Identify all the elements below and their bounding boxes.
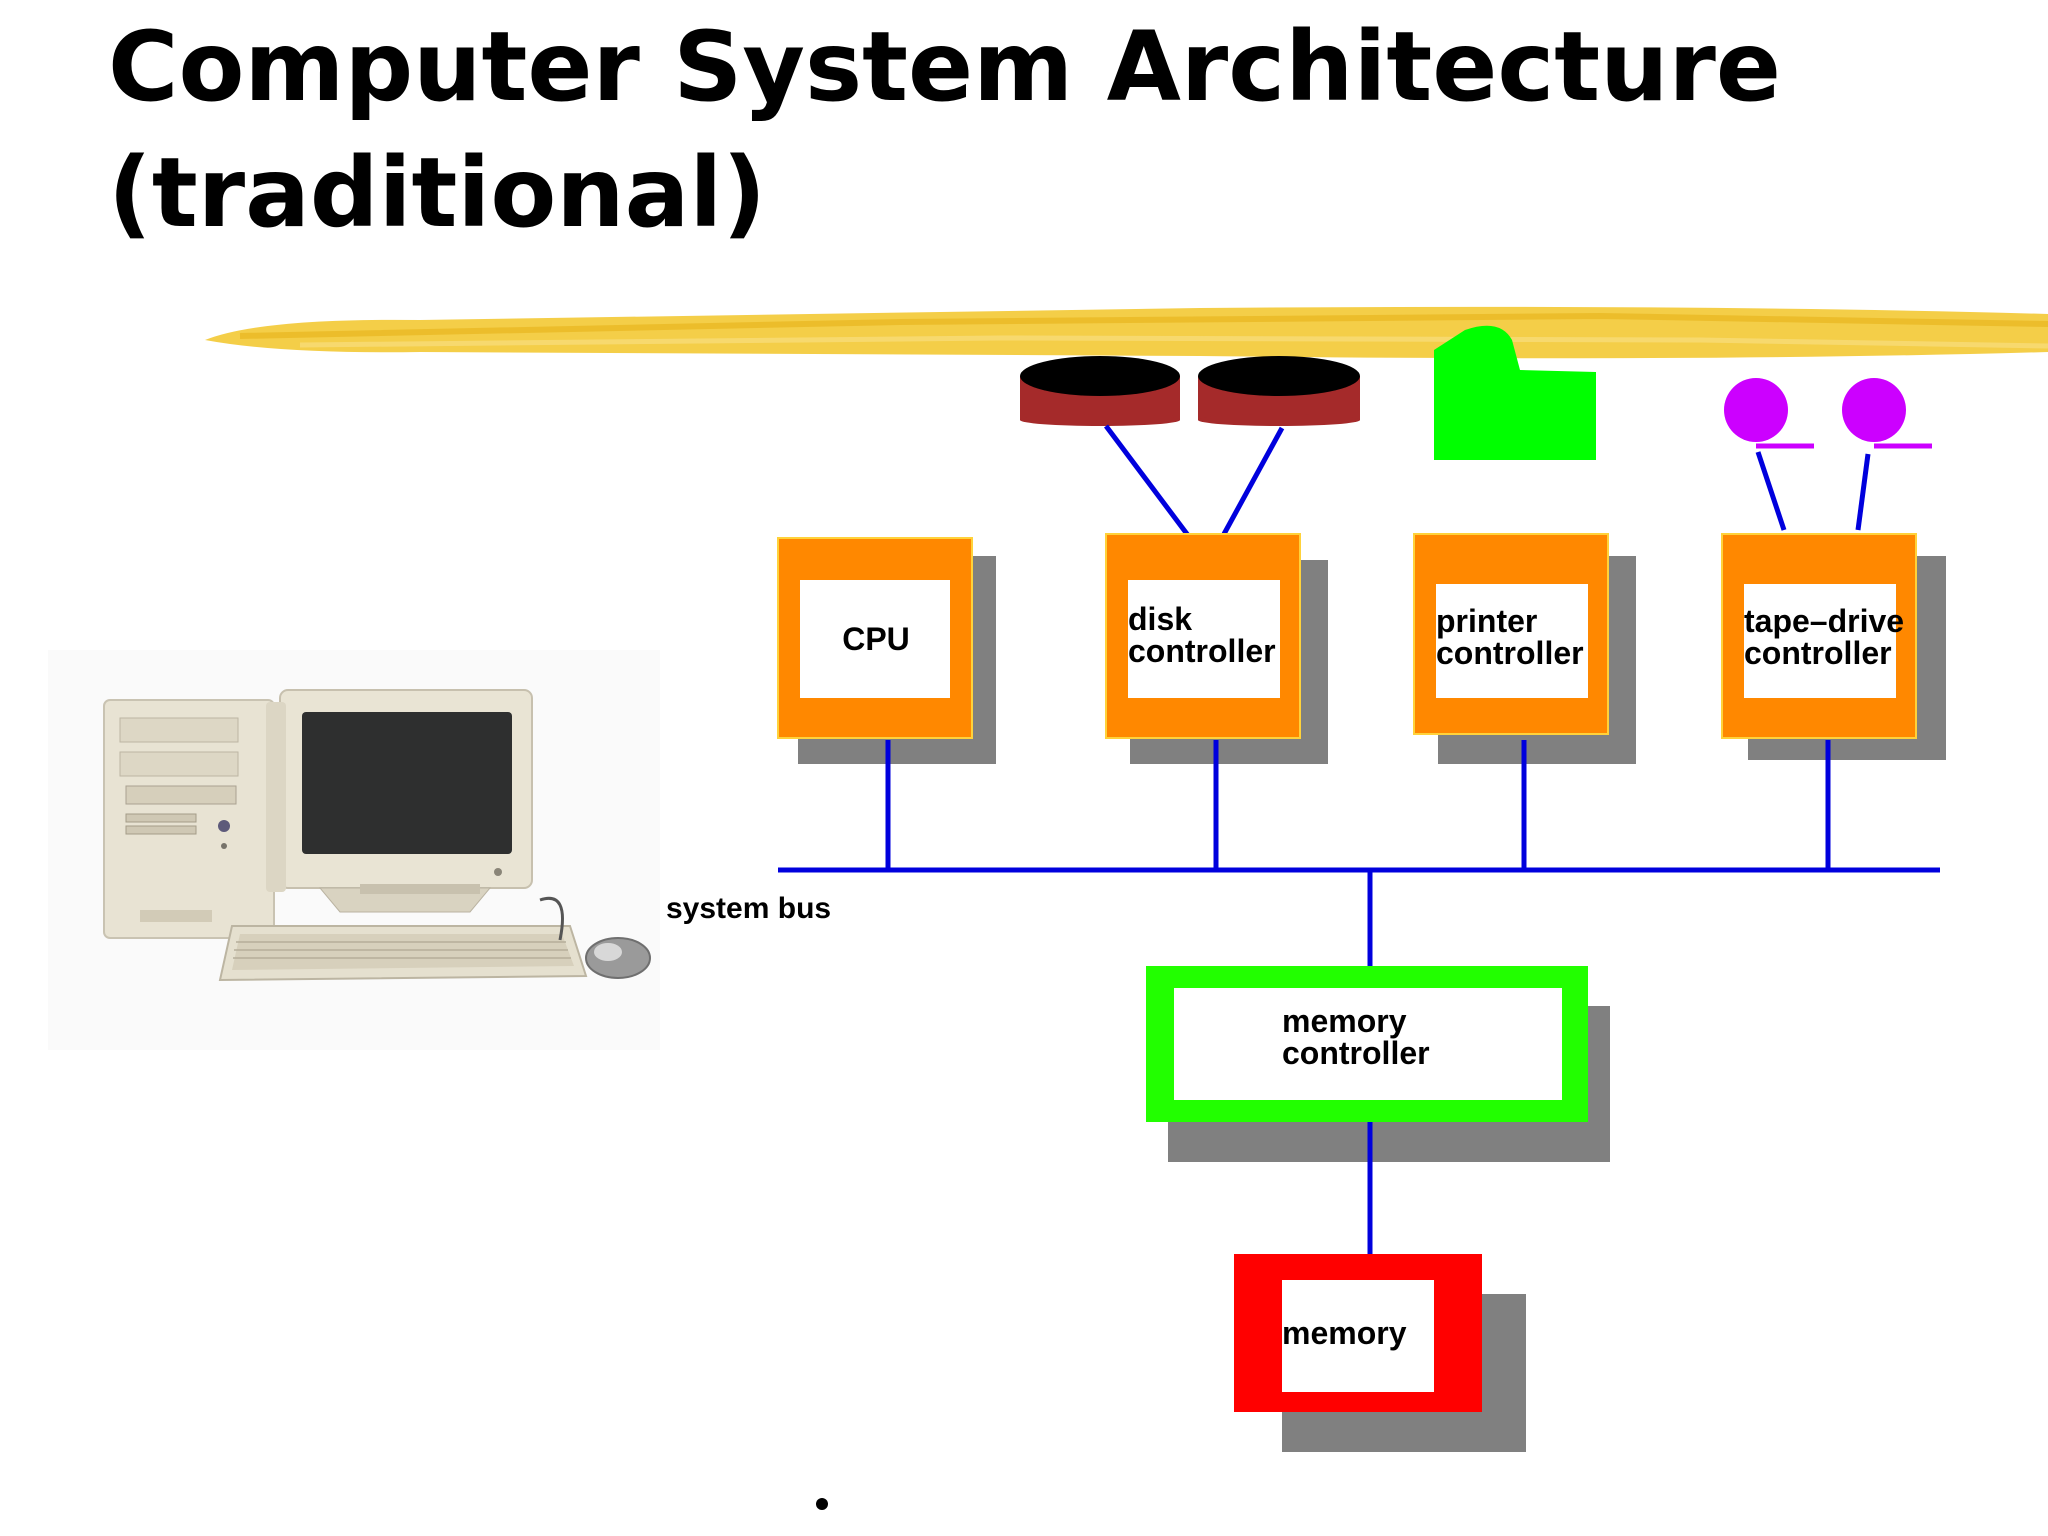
computer-tower <box>103 699 275 939</box>
tape-drive-controller-label-line2: controller <box>1744 635 1892 671</box>
desktop-computer-illustration <box>48 650 660 1050</box>
device-links <box>1104 424 1871 540</box>
printer-controller-label-line2: controller <box>1436 635 1584 671</box>
disk-controller-label-line1: disk <box>1128 601 1192 637</box>
bullet-dot <box>816 1498 828 1510</box>
memory-controller-box: memory controller <box>1146 966 1588 1122</box>
disk-drive-2 <box>1198 356 1360 426</box>
title-line-2: (traditional) <box>108 137 767 249</box>
tape-drive-controller-label-line1: tape–drive <box>1744 603 1904 639</box>
system-bus <box>778 740 1940 1256</box>
printer-controller-label-line1: printer <box>1436 603 1537 639</box>
memory-controller-label-line1: memory <box>1282 1003 1407 1039</box>
cpu-label: CPU <box>842 621 910 657</box>
disk-drive-1 <box>1020 356 1180 426</box>
disk-controller-box: disk controller <box>1105 533 1301 739</box>
disk-controller-label-line2: controller <box>1128 633 1276 669</box>
title-line-1: Computer System Architecture <box>108 11 1781 123</box>
printer-device <box>1434 325 1596 460</box>
memory-label: memory <box>1282 1315 1407 1351</box>
mouse <box>539 897 651 979</box>
memory-box: memory <box>1234 1254 1482 1412</box>
cpu-box: CPU <box>777 537 973 739</box>
memory-controller-label-line2: controller <box>1282 1035 1430 1071</box>
tape-drive-controller-box: tape–drive controller <box>1721 533 1917 739</box>
title-highlight-stroke <box>205 306 2048 359</box>
system-bus-label: system bus <box>666 892 831 925</box>
printer-controller-box: printer controller <box>1413 533 1609 735</box>
slide-title: Computer System Architecture (traditiona… <box>108 4 2008 256</box>
tape-drive-1 <box>1724 378 1814 449</box>
keyboard <box>218 925 588 982</box>
tape-drive-2 <box>1842 378 1932 449</box>
crt-monitor <box>266 689 533 913</box>
